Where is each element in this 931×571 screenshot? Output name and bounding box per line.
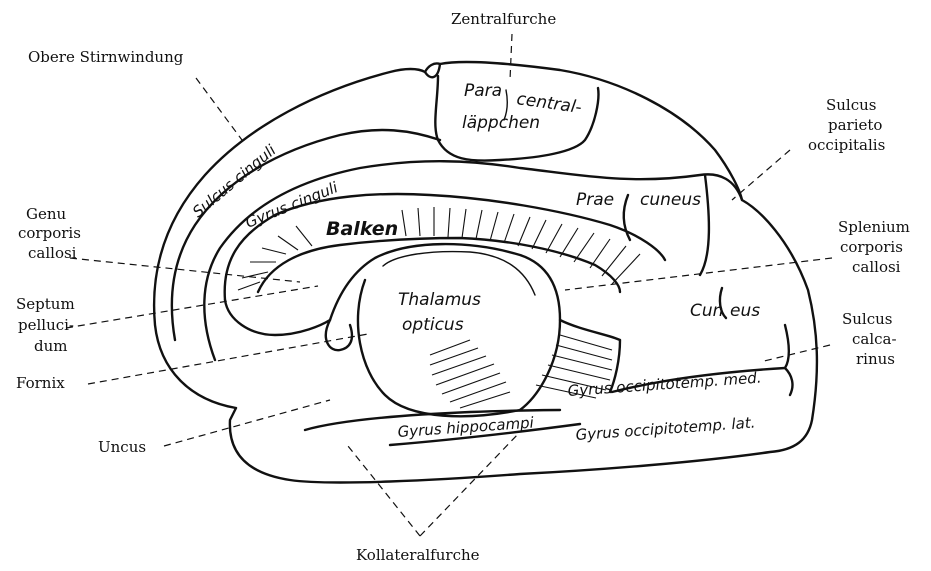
inline-label-balken: Balken — [326, 218, 398, 240]
label-splenium-1: Splenium — [838, 218, 910, 236]
genu-curl — [225, 300, 352, 350]
label-genu-3: callosi — [28, 244, 77, 262]
label-sulcus-calcarinus-2: calca- — [852, 330, 897, 348]
leader-sulcus-parieto — [732, 150, 790, 200]
inline-label-opticus: opticus — [402, 315, 464, 335]
label-genu-1: Genu — [26, 205, 67, 223]
label-sulcus-calcarinus-3: rinus — [856, 350, 895, 368]
leader-uncus — [164, 400, 330, 446]
thalamus-hatching — [430, 340, 510, 408]
inline-label-cun: Cun — [690, 301, 723, 321]
label-septum-1: Septum — [16, 295, 75, 313]
inline-label-cuneus: cuneus — [640, 190, 701, 210]
corpus-callosum-hatching — [238, 207, 640, 290]
label-splenium-3: callosi — [852, 258, 901, 276]
leader-sulcus-calcarinus — [760, 345, 830, 362]
label-obere-stirnwindung: Obere Stirnwindung — [28, 48, 184, 66]
leader-splenium — [565, 258, 832, 290]
inline-label-gyrus-occ-lat: Gyrus occipitotemp. lat. — [575, 413, 756, 444]
leader-obere-stirnwindung — [196, 78, 242, 140]
leader-septum — [66, 286, 318, 328]
leader-fornix — [88, 334, 368, 384]
label-septum-3: dum — [34, 337, 68, 355]
praecuneus-hook — [700, 175, 709, 275]
inline-label-eus: eus — [730, 301, 760, 321]
label-septum-2: pelluci- — [18, 316, 74, 334]
thalamus-inner — [383, 252, 535, 295]
label-sulcus-calcarinus-1: Sulcus — [842, 310, 893, 328]
label-genu-2: corporis — [18, 224, 81, 242]
label-kollateralfurche: Kollateralfurche — [356, 546, 480, 564]
label-fornix: Fornix — [16, 374, 65, 392]
leader-kollateral-2 — [420, 432, 520, 536]
inline-label-gyrus-occ-med: Gyrus occipitotemp. med. — [567, 368, 762, 400]
leader-zentralfurche — [510, 34, 512, 80]
label-sulcus-parieto-2: parieto — [828, 116, 882, 134]
leader-lines — [66, 34, 832, 536]
label-sulcus-parieto-3: occipitalis — [808, 136, 885, 154]
label-splenium-2: corporis — [840, 238, 903, 256]
inline-label-laeppchen: läppchen — [462, 113, 540, 133]
inline-label-thalamus: Thalamus — [398, 290, 481, 310]
label-uncus: Uncus — [98, 438, 146, 456]
leader-kollateral-1 — [348, 446, 420, 536]
label-sulcus-parieto-1: Sulcus — [826, 96, 877, 114]
corpus-callosum-inner — [258, 238, 620, 292]
calcarine-hook — [785, 325, 792, 395]
inline-label-prae: Prae — [576, 190, 614, 210]
label-zentralfurche: Zentralfurche — [451, 10, 556, 28]
inline-label-para: Para — [464, 81, 502, 101]
